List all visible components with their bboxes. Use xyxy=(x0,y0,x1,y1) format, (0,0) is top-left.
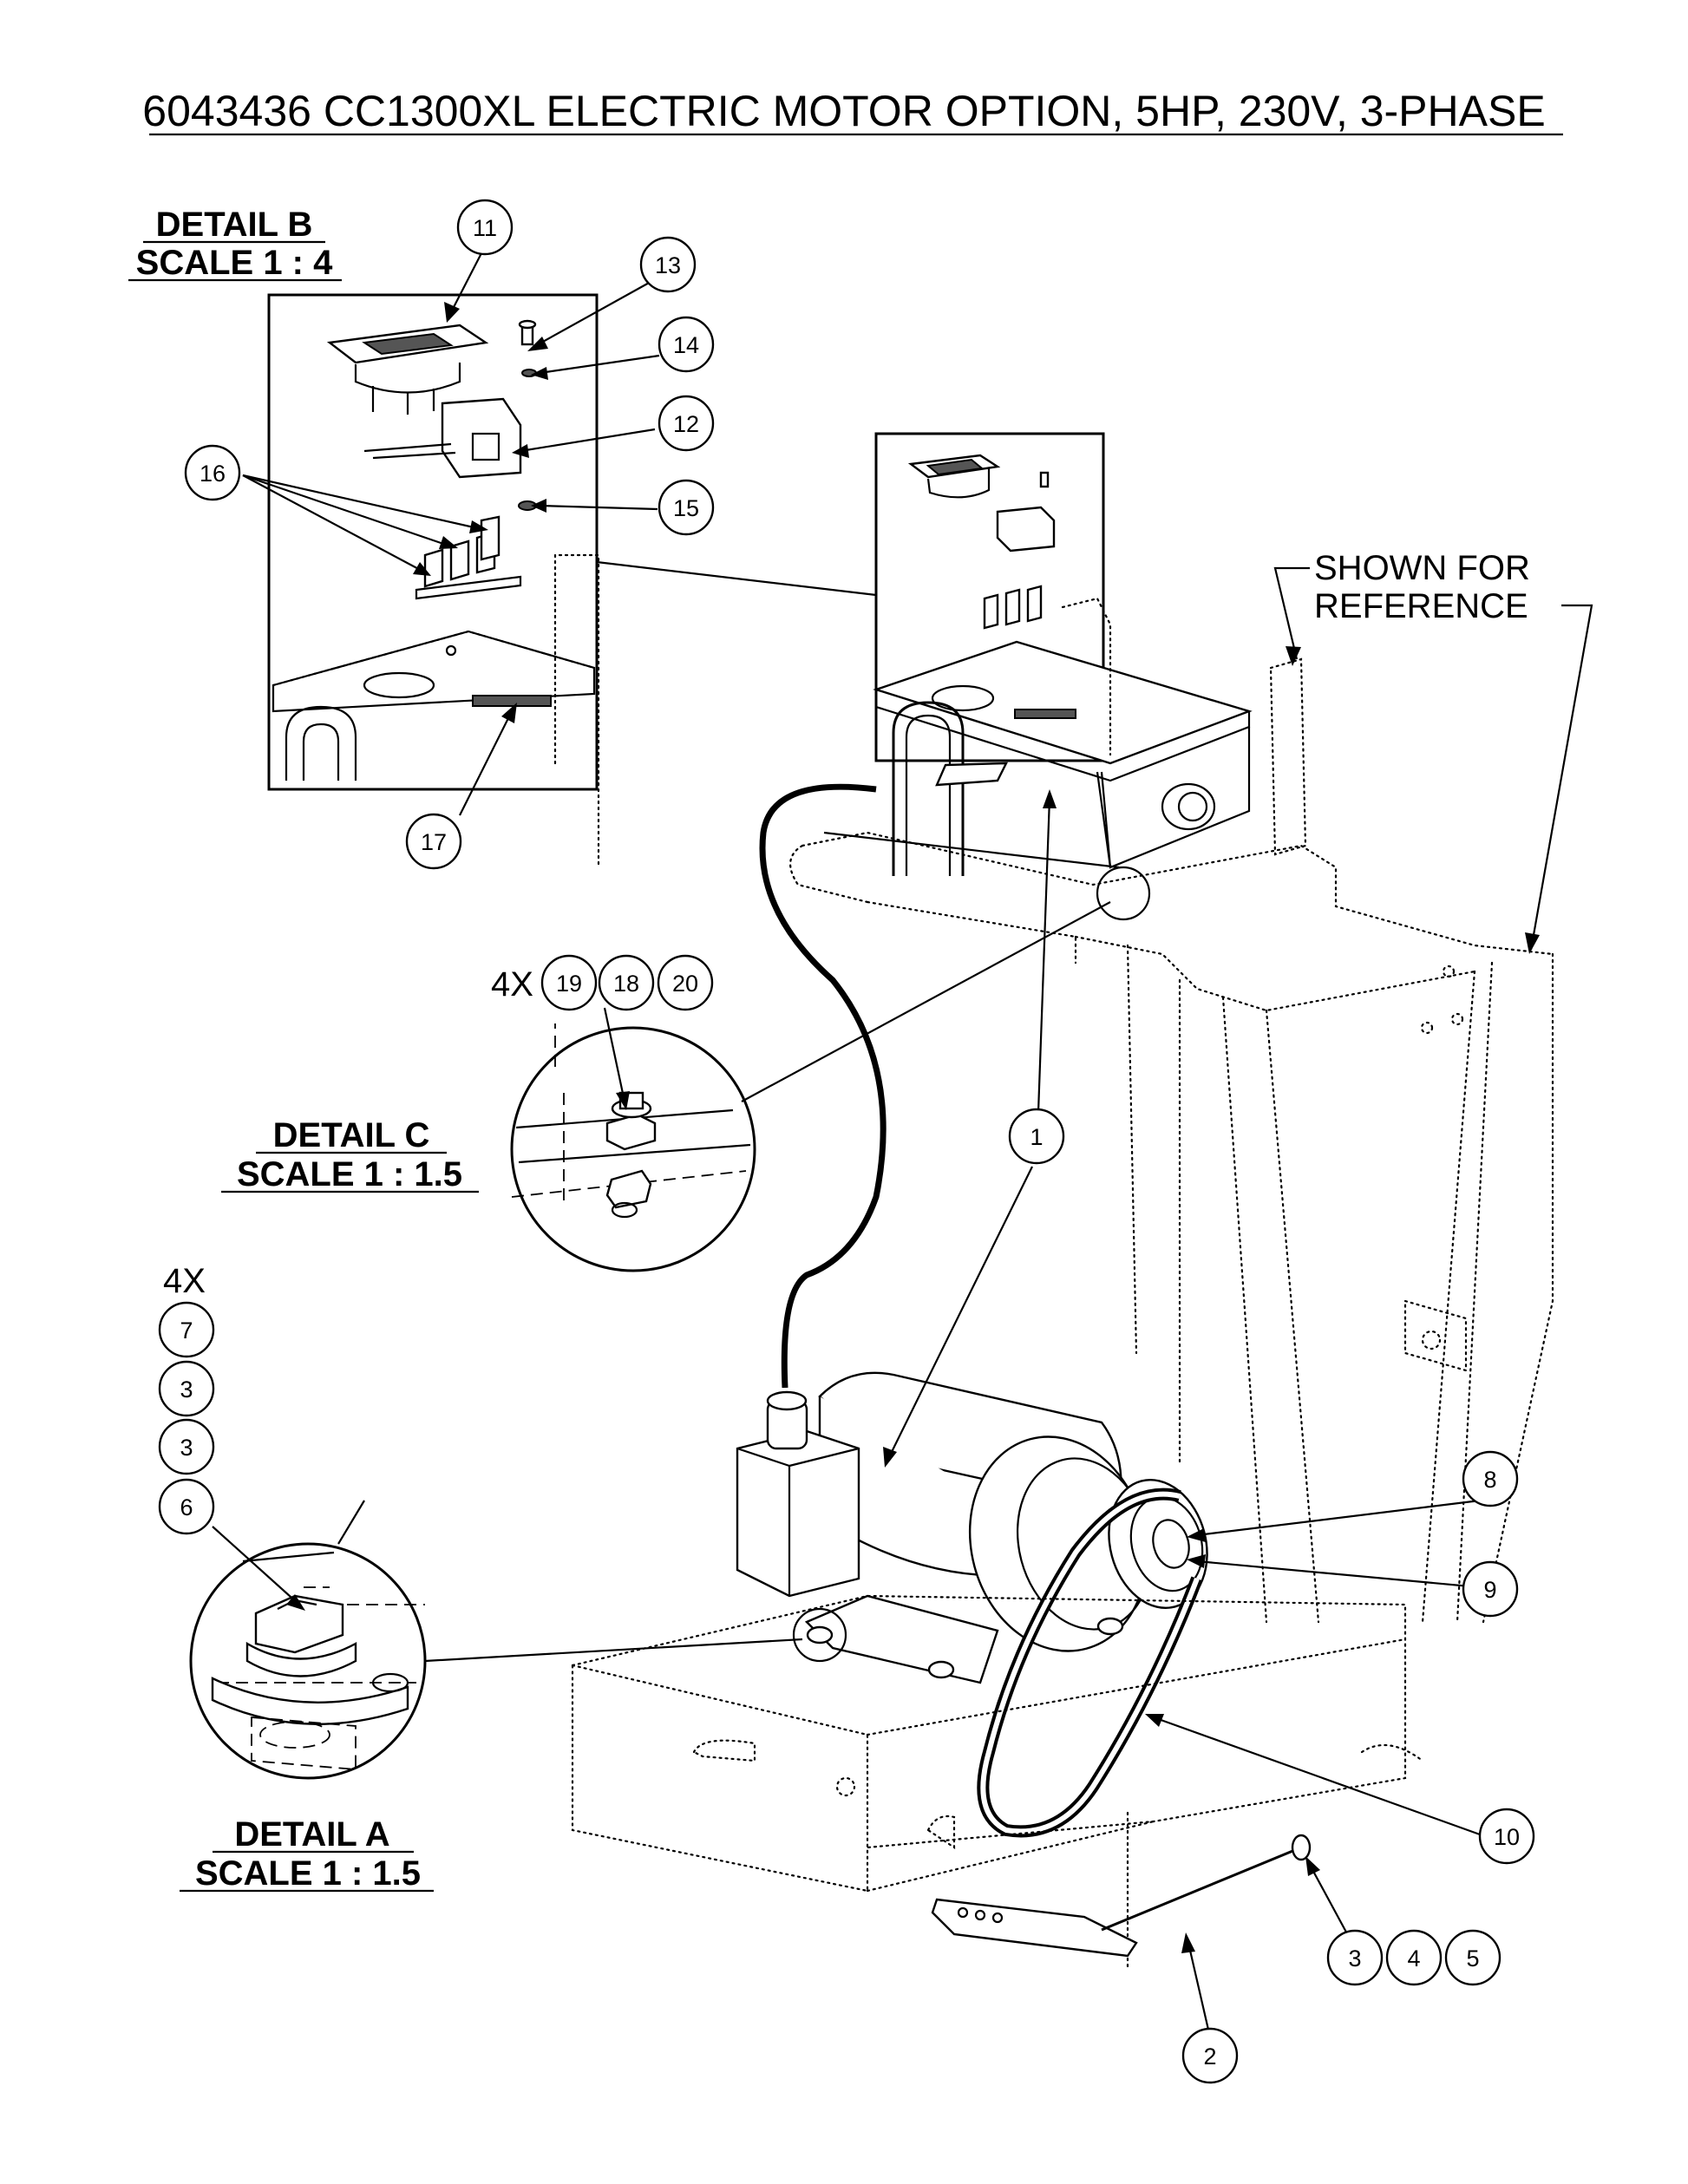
callout-6: 6 xyxy=(158,1478,215,1535)
svg-text:3: 3 xyxy=(1348,1945,1361,1971)
base-frame xyxy=(571,1594,1424,1971)
detail-b-view xyxy=(267,293,599,791)
callout-9: 9 xyxy=(1462,1560,1519,1618)
detail-a-scale: SCALE 1 : 1.5 xyxy=(195,1854,421,1893)
svg-text:3: 3 xyxy=(180,1435,193,1461)
tension-rod-assembly xyxy=(931,1834,1312,1958)
callout-2: 2 xyxy=(1181,2027,1239,2084)
callout-12: 12 xyxy=(658,395,715,452)
callout-3-upper: 3 xyxy=(158,1360,215,1417)
svg-text:1: 1 xyxy=(1030,1124,1043,1150)
callout-13: 13 xyxy=(639,236,697,293)
svg-text:11: 11 xyxy=(473,215,497,241)
svg-text:15: 15 xyxy=(673,495,699,521)
svg-text:6: 6 xyxy=(180,1494,193,1520)
detail-b-scale: SCALE 1 : 4 xyxy=(136,244,333,282)
svg-text:10: 10 xyxy=(1494,1824,1520,1850)
callout-18: 18 xyxy=(598,954,655,1011)
callout-8: 8 xyxy=(1462,1450,1519,1507)
callout-3-middle: 3 xyxy=(158,1418,215,1475)
svg-text:16: 16 xyxy=(200,461,226,487)
callout-4: 4 xyxy=(1385,1929,1443,1986)
svg-text:9: 9 xyxy=(1483,1577,1496,1603)
detail-c-scale: SCALE 1 : 1.5 xyxy=(237,1155,462,1193)
diagram-title: 6043436 CC1300XL ELECTRIC MOTOR OPTION, … xyxy=(142,87,1545,135)
detail-c-quantity: 4X xyxy=(491,965,533,1004)
detail-c-label: DETAIL C xyxy=(273,1116,430,1154)
detail-a-label: DETAIL A xyxy=(234,1815,389,1854)
svg-text:13: 13 xyxy=(655,252,681,278)
callout-20: 20 xyxy=(657,954,714,1011)
callout-15: 15 xyxy=(658,479,715,536)
svg-text:2: 2 xyxy=(1203,2043,1216,2070)
callout-17: 17 xyxy=(405,813,462,870)
reference-note-line1: SHOWN FOR xyxy=(1314,549,1530,587)
callout-11: 11 xyxy=(456,199,514,256)
svg-text:8: 8 xyxy=(1483,1467,1496,1493)
callout-7: 7 xyxy=(158,1301,215,1358)
callout-14: 14 xyxy=(658,316,715,373)
svg-text:20: 20 xyxy=(672,971,698,997)
power-cord xyxy=(759,783,887,1389)
callout-10: 10 xyxy=(1478,1808,1535,1865)
detail-c-view xyxy=(510,1023,756,1272)
svg-text:5: 5 xyxy=(1466,1945,1479,1971)
callout-3-lower: 3 xyxy=(1326,1929,1384,1986)
detail-a-quantity: 4X xyxy=(163,1262,206,1300)
svg-text:17: 17 xyxy=(421,829,447,855)
detail-b-label: DETAIL B xyxy=(156,206,313,244)
switch-box-assembly xyxy=(873,432,1253,876)
svg-text:3: 3 xyxy=(180,1376,193,1403)
svg-text:4: 4 xyxy=(1407,1945,1420,1971)
reference-note-line2: REFERENCE xyxy=(1314,587,1528,625)
svg-text:18: 18 xyxy=(613,971,639,997)
callout-16: 16 xyxy=(184,444,241,501)
leader-lines xyxy=(212,251,1481,2030)
svg-text:7: 7 xyxy=(180,1318,193,1344)
electric-motor xyxy=(736,1371,1208,1684)
callout-1: 1 xyxy=(1008,1108,1065,1165)
callout-5: 5 xyxy=(1444,1929,1502,1986)
detail-a-view xyxy=(189,1500,427,1780)
svg-text:19: 19 xyxy=(556,971,582,997)
callout-19: 19 xyxy=(540,954,598,1011)
svg-text:12: 12 xyxy=(673,411,699,437)
svg-text:14: 14 xyxy=(673,332,699,358)
